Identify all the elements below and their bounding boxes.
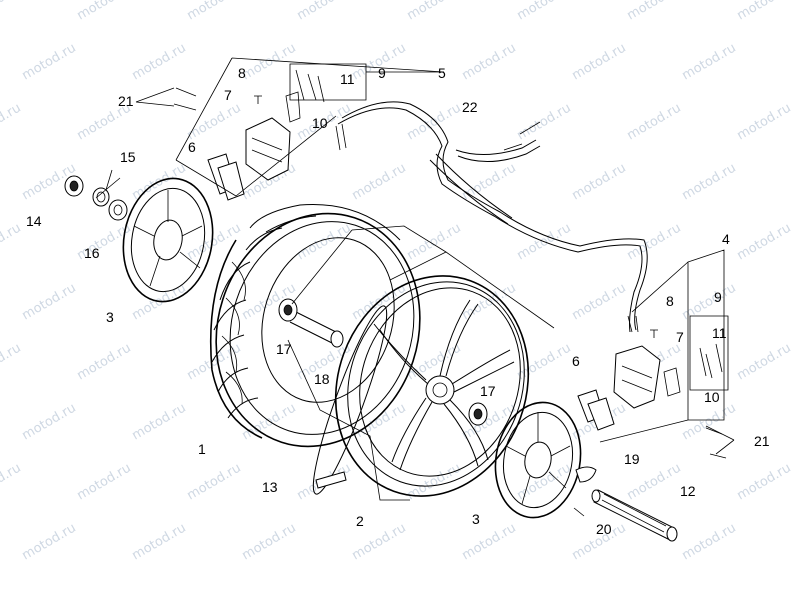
watermark-text: motod.ru: [350, 401, 409, 444]
watermark-text: motod.ru: [130, 521, 189, 564]
brake-hose: [335, 101, 648, 333]
watermark-text: motod.ru: [405, 0, 464, 23]
left-caliper: [173, 69, 325, 201]
callout-7-right: 7: [676, 329, 684, 345]
watermark-text: motod.ru: [20, 41, 79, 84]
callout-10-right: 10: [704, 389, 720, 405]
callout-6-right: 6: [572, 353, 580, 369]
watermark-text: motod.ru: [350, 161, 409, 204]
watermark-text: motod.ru: [0, 101, 24, 144]
callout-21-left: 21: [118, 93, 134, 109]
watermark-text: motod.ru: [625, 101, 684, 144]
callout-labels: 1 2 3 3 4 5 6 6 7 7 8 8 9 9 10 10 11 11 …: [26, 65, 770, 537]
callout-7-left: 7: [224, 87, 232, 103]
watermark-text: motod.ru: [130, 401, 189, 444]
watermark-text: motod.ru: [240, 521, 299, 564]
watermark-text: motod.ru: [570, 161, 629, 204]
watermark-text: motod.ru: [185, 461, 244, 504]
callout-13: 13: [262, 479, 278, 495]
watermark-text: motod.ru: [735, 101, 794, 144]
watermark-text: motod.ru: [405, 101, 464, 144]
watermark-text: motod.ru: [185, 101, 244, 144]
callout-4: 4: [722, 231, 730, 247]
watermark-text: motod.ru: [295, 0, 354, 23]
watermark-text: motod.ru: [75, 0, 134, 23]
right-caliper: [577, 329, 727, 459]
watermark-text: motod.ru: [735, 461, 794, 504]
watermark-text: motod.ru: [625, 221, 684, 264]
callout-16: 16: [84, 245, 100, 261]
watermark-text: motod.ru: [735, 341, 794, 384]
left-hub-parts: [64, 175, 128, 221]
watermark-text: motod.ru: [20, 281, 79, 324]
watermark-text: motod.ru: [0, 341, 24, 384]
callout-8-right: 8: [666, 293, 674, 309]
callout-21-right: 21: [754, 433, 770, 449]
leader-lines: [95, 57, 735, 501]
watermark-layer: motod.ru motod.ru motod.ru motod.ru motod.ru…: [0, 0, 794, 563]
right-brake-disc: [494, 401, 582, 519]
callout-2: 2: [356, 513, 364, 529]
watermark-text: motod.ru: [680, 161, 739, 204]
callout-12: 12: [680, 483, 696, 499]
watermark-text: motod.ru: [0, 0, 24, 23]
watermark-text: motod.ru: [570, 41, 629, 84]
watermark-text: motod.ru: [0, 461, 24, 504]
watermark-text: motod.ru: [20, 401, 79, 444]
watermark-text: motod.ru: [680, 521, 739, 564]
watermark-text: motod.ru: [185, 0, 244, 23]
watermark-text: motod.ru: [460, 41, 519, 84]
callout-14: 14: [26, 213, 42, 229]
callout-11-right: 11: [712, 325, 727, 341]
watermark-text: motod.ru: [570, 281, 629, 324]
left-brake-disc: [122, 177, 214, 303]
watermark-text: motod.ru: [460, 161, 519, 204]
callout-19: 19: [624, 451, 640, 467]
watermark-text: motod.ru: [20, 521, 79, 564]
watermark-text: motod.ru: [625, 0, 684, 23]
axle-and-bolts: [315, 466, 678, 542]
watermark-text: motod.ru: [735, 221, 794, 264]
callout-5: 5: [438, 65, 446, 81]
tyre: [209, 203, 421, 448]
watermark-text: motod.ru: [625, 461, 684, 504]
watermark-text: motod.ru: [405, 221, 464, 264]
watermark-text: motod.ru: [515, 341, 574, 384]
watermark-text: motod.ru: [460, 521, 519, 564]
watermark-text: motod.ru: [405, 461, 464, 504]
watermark-text: motod.ru: [0, 221, 24, 264]
watermark-text: motod.ru: [515, 0, 574, 23]
watermark-text: motod.ru: [515, 101, 574, 144]
callout-17-right: 17: [480, 383, 496, 399]
callout-3-left: 3: [106, 309, 114, 325]
watermark-text: motod.ru: [680, 41, 739, 84]
watermark-text: motod.ru: [75, 341, 134, 384]
callout-20: 20: [596, 521, 612, 537]
callout-15: 15: [120, 149, 136, 165]
watermark-text: motod.ru: [75, 461, 134, 504]
callout-22: 22: [462, 99, 478, 115]
callout-17-left: 17: [276, 341, 292, 357]
watermark-text: motod.ru: [130, 41, 189, 84]
callout-3-right: 3: [472, 511, 480, 527]
watermark-text: motod.ru: [735, 0, 794, 23]
callout-9-top: 9: [378, 65, 386, 81]
callout-9-right: 9: [714, 289, 722, 305]
callout-11-top: 11: [340, 71, 355, 87]
callout-8-left: 8: [238, 65, 246, 81]
axle-spacer: [278, 298, 488, 426]
callout-18: 18: [314, 371, 330, 387]
callout-1: 1: [198, 441, 206, 457]
callout-10-left: 10: [312, 115, 328, 131]
callout-6-left: 6: [188, 139, 196, 155]
